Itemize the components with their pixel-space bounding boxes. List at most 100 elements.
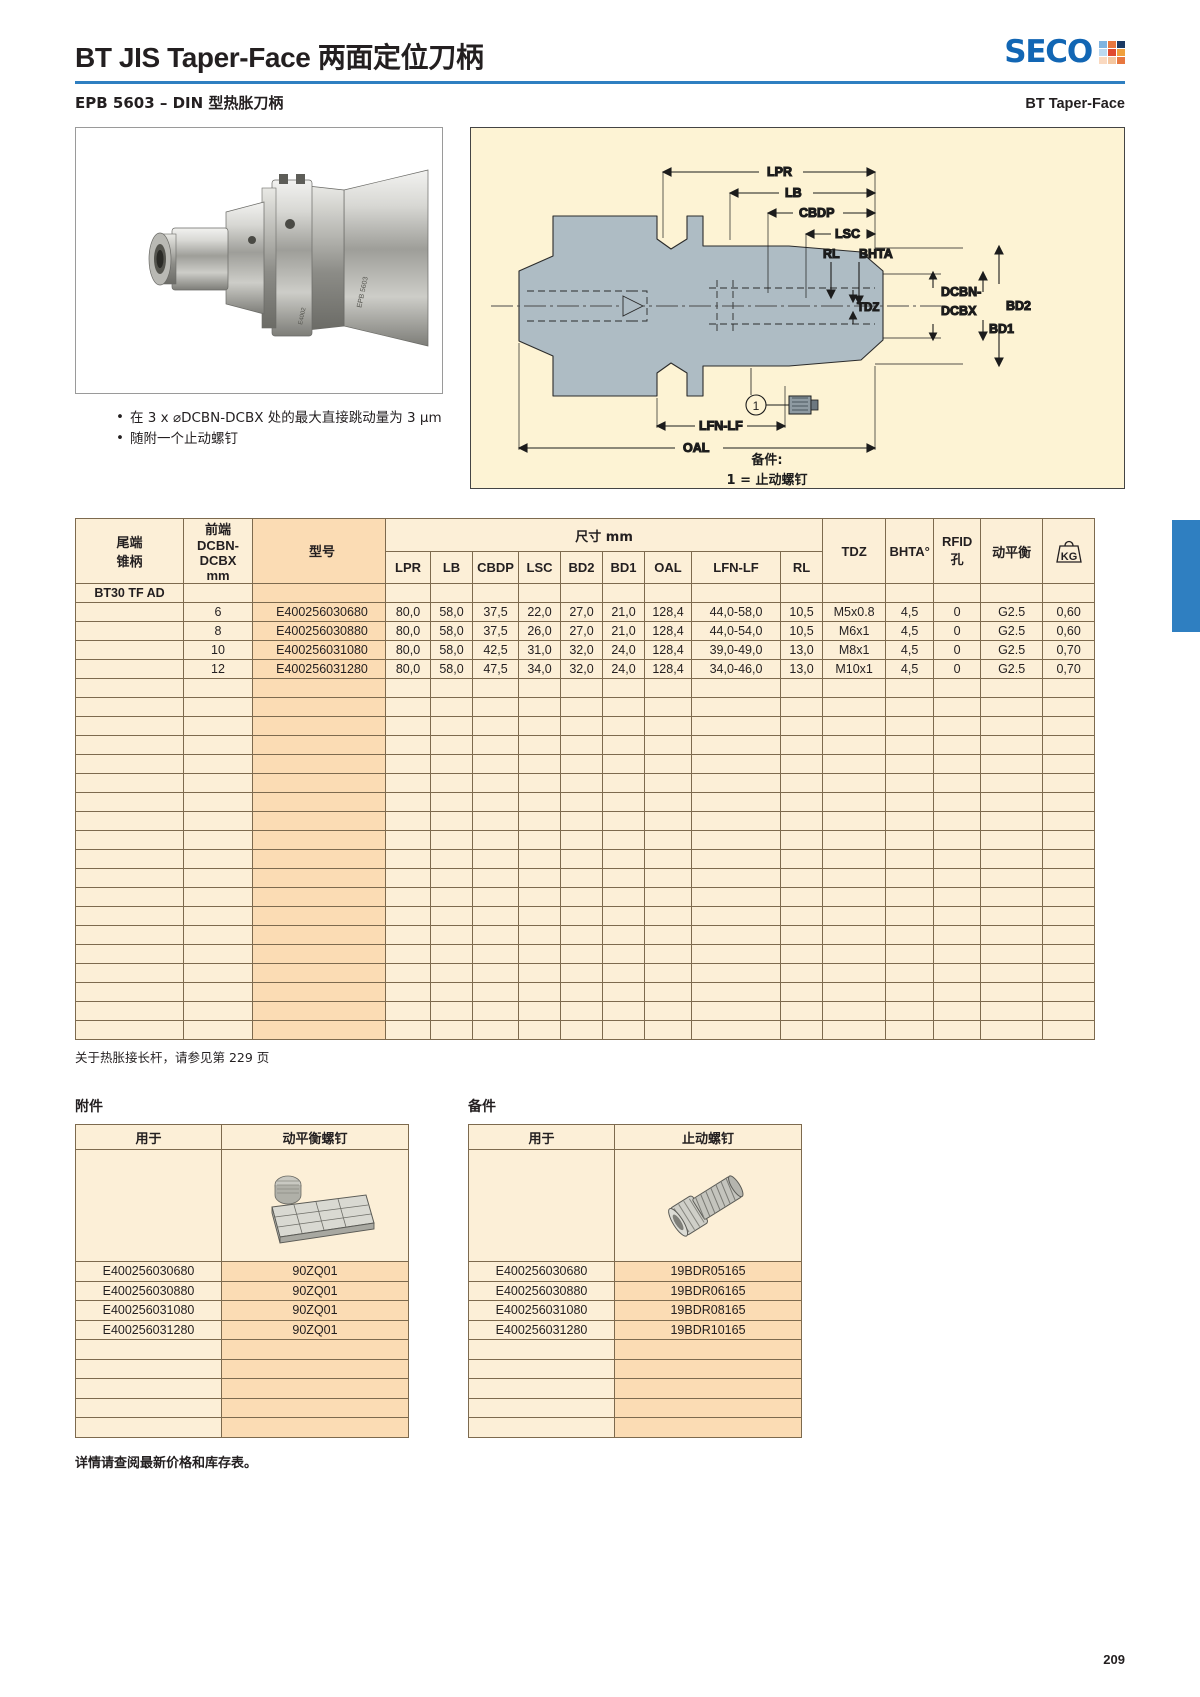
spare-line-text: 1 = 止动螺钉 (727, 472, 808, 488)
accessory-for-cell: E400256031280 (75, 1319, 222, 1340)
svg-text:RL: RL (823, 247, 840, 261)
specification-table-wrap: 尾端 锥柄 前端 DCBN- DCBX mm 型号 尺寸 mm TDZ BHTA… (75, 517, 1125, 1066)
cell-empty (822, 716, 887, 736)
cell-rfid: 0 (933, 659, 982, 679)
cell-empty (980, 678, 1044, 698)
cell-empty (885, 716, 935, 736)
cell-empty (518, 887, 561, 907)
cell-bal: G2.5 (980, 659, 1044, 679)
cell-empty (560, 849, 603, 869)
cell-lsc: 34,0 (518, 659, 561, 679)
cell-empty (560, 792, 603, 812)
cell-bd1: 24,0 (602, 640, 645, 660)
spare-item-cell: 19BDR06165 (614, 1280, 802, 1301)
note-item: 随附一个止动螺钉 (115, 428, 443, 450)
spare-caption-text: 备件: (750, 452, 782, 468)
cell-empty (183, 887, 253, 907)
table-row-empty (75, 1397, 409, 1418)
accessories-block: 附件 用于 动平衡螺钉 (75, 1096, 409, 1438)
cell-empty (183, 811, 253, 831)
cell-empty (644, 754, 692, 774)
cell-lpr: 80,0 (385, 659, 431, 679)
cell-empty (472, 754, 519, 774)
table-group-row: BT30 TF AD (75, 583, 1096, 603)
cell-empty (75, 678, 184, 698)
cell-empty (75, 1358, 222, 1379)
cell-empty (221, 1358, 409, 1379)
cell-empty (691, 925, 781, 945)
cell-kg: 0,60 (1042, 602, 1096, 622)
cell-empty (560, 735, 603, 755)
table-reference-note: 关于热胀接长杆，请参见第 229 页 (75, 1050, 270, 1065)
cell-empty (1042, 1020, 1096, 1040)
cell-empty (779, 906, 824, 926)
cell-empty (885, 735, 935, 755)
th-shank-line1: 尾端 (116, 536, 143, 551)
cell-empty (602, 868, 645, 888)
cell-empty (779, 735, 824, 755)
svg-text:DCBN-: DCBN- (941, 285, 981, 299)
cell-bd1: 21,0 (602, 621, 645, 641)
cell-empty (518, 754, 561, 774)
cell-empty (518, 1020, 561, 1040)
cell-empty (933, 906, 982, 926)
th-front-line1: 前端 (204, 523, 231, 538)
cell-empty (560, 773, 603, 793)
cell-empty (560, 887, 603, 907)
table-row-empty (75, 887, 1096, 907)
cell-kg: 0,70 (1042, 659, 1096, 679)
cell-empty (980, 735, 1044, 755)
spares-caption: 备件 (468, 1099, 496, 1115)
table-row-empty (75, 697, 1096, 717)
cell-empty (430, 773, 473, 793)
cell-empty (691, 1001, 781, 1021)
cell-tdz: M6x1 (822, 621, 887, 641)
cell-empty (518, 792, 561, 812)
cell-empty (691, 830, 781, 850)
cell-empty (472, 925, 519, 945)
accessories-caption: 附件 (75, 1099, 103, 1115)
cell-empty (252, 925, 386, 945)
th-balance: 动平衡 (980, 518, 1044, 584)
cell-empty (822, 849, 887, 869)
cell-empty (385, 849, 431, 869)
cell-empty (779, 773, 824, 793)
th-model: 型号 (252, 518, 386, 584)
cell-empty (779, 811, 824, 831)
cell-empty (644, 925, 692, 945)
table-row-empty (75, 1020, 1096, 1040)
cell-lsc: 31,0 (518, 640, 561, 660)
cell-empty (933, 811, 982, 831)
cell-empty (885, 925, 935, 945)
cell-empty (933, 868, 982, 888)
cell-empty (779, 716, 824, 736)
cell-rfid: 0 (933, 621, 982, 641)
product-family-label: BT Taper-Face (1025, 96, 1125, 112)
cell-empty (885, 792, 935, 812)
cell-empty (430, 1001, 473, 1021)
cell-tdz: M10x1 (822, 659, 887, 679)
cell-empty (779, 792, 824, 812)
table-row-empty (468, 1378, 802, 1399)
cell-empty (385, 830, 431, 850)
row-shank-cell (75, 602, 184, 622)
cell-empty (779, 678, 824, 698)
cell-empty (885, 830, 935, 850)
cell-empty (560, 1001, 603, 1021)
cell-bal: G2.5 (980, 602, 1044, 622)
th-accessory-for: 用于 (75, 1124, 222, 1150)
svg-text:LB: LB (785, 186, 802, 200)
cell-dcbn: 6 (183, 602, 253, 622)
cell-empty (980, 982, 1044, 1002)
cell-empty (430, 906, 473, 926)
cell-empty (691, 1020, 781, 1040)
cell-empty (560, 944, 603, 964)
cell-empty (822, 925, 887, 945)
cell-lfnlf: 34,0-46,0 (691, 659, 781, 679)
cell-empty (980, 754, 1044, 774)
cell-empty (430, 716, 473, 736)
cell-empty (602, 773, 645, 793)
cell-empty (933, 735, 982, 755)
